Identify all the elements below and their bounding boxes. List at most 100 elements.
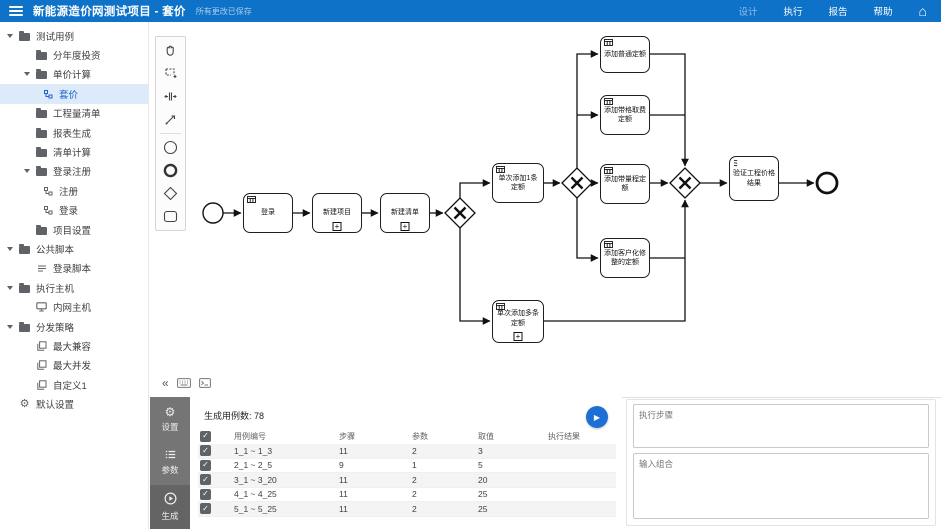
list-icon <box>165 450 176 461</box>
cases-table: ✓ 用例编号 步骤 参数 取值 执行结果 ✓ 1_1 ~ 1_3 11 2 3 <box>198 428 616 517</box>
sidebar-item-test-cases[interactable]: 测试用例 <box>0 26 148 45</box>
sidebar-item-annual-investment[interactable]: 分年度投资 <box>0 45 148 64</box>
table-icon <box>496 166 505 176</box>
create-task-icon[interactable] <box>159 205 182 228</box>
col-header-case-id: 用例编号 <box>234 431 266 441</box>
layers-icon <box>35 380 48 390</box>
task-add-range-quota[interactable]: 添加带量程定额 <box>600 164 650 204</box>
generated-cases-count: 78 <box>254 411 265 421</box>
lasso-tool-icon[interactable] <box>159 62 182 85</box>
task-new-project[interactable]: 新建项目 + <box>312 193 362 233</box>
hand-tool-icon[interactable] <box>159 39 182 62</box>
exclusive-gateway-2[interactable] <box>561 167 593 199</box>
space-tool-icon[interactable] <box>159 85 182 108</box>
nav-design[interactable]: 设计 <box>738 7 758 18</box>
exec-steps-box[interactable]: 执行步骤 <box>633 404 929 448</box>
generate-tab[interactable]: 生成 <box>150 485 190 529</box>
sidebar-item-list-calc[interactable]: 清单计算 <box>0 142 148 161</box>
sidebar-item-login-script[interactable]: 登录脚本 <box>0 259 148 278</box>
sidebar-item-max-concurrency[interactable]: 最大并发 <box>0 356 148 375</box>
sidebar-item-intranet-host[interactable]: 内网主机 <box>0 297 148 316</box>
create-end-event-icon[interactable] <box>159 159 182 182</box>
sidebar-item-max-compatibility[interactable]: 最大兼容 <box>0 336 148 355</box>
sidebar-item-project-settings[interactable]: 项目设置 <box>0 220 148 239</box>
hamburger-menu-icon[interactable] <box>9 6 23 16</box>
nav-help[interactable]: 帮助 <box>873 7 893 18</box>
table-row[interactable]: ✓ 4_1 ~ 4_25 11 2 25 <box>198 487 616 502</box>
sidebar-item-custom-1[interactable]: 自定义1 <box>0 375 148 394</box>
col-header-params: 参数 <box>412 431 428 441</box>
col-header-steps: 步骤 <box>339 431 355 441</box>
exclusive-gateway-1[interactable] <box>444 197 476 229</box>
task-add-grid-quota[interactable]: 添加带格取费定额 <box>600 95 650 135</box>
page-title: 新能源造价网测试项目 - 套价 <box>33 6 186 18</box>
exclusive-gateway-3[interactable] <box>669 167 701 199</box>
nav-report[interactable]: 报告 <box>828 7 848 18</box>
table-row[interactable]: ✓ 1_1 ~ 1_3 11 2 3 <box>198 444 616 459</box>
start-event[interactable] <box>202 202 224 224</box>
folder-open-icon <box>35 69 48 80</box>
end-event[interactable] <box>815 171 839 195</box>
table-row[interactable]: ✓ 2_1 ~ 2_5 9 1 5 <box>198 458 616 473</box>
task-verify-result[interactable]: 验证工程价格结果 <box>729 156 779 201</box>
run-cases-button[interactable]: ▶ <box>586 406 608 428</box>
caret-down-icon <box>6 245 13 252</box>
sidebar-item-report-generation[interactable]: 报表生成 <box>0 123 148 142</box>
sidebar-item-default-settings[interactable]: ⚙ 默认设置 <box>19 397 75 412</box>
script-icon <box>733 159 741 170</box>
play-icon: ▶ <box>593 412 601 422</box>
select-all-checkbox[interactable]: ✓ <box>200 430 211 442</box>
sidebar-item-boq[interactable]: 工程量清单 <box>0 104 148 123</box>
sidebar-item-shared-scripts[interactable]: 公共脚本 <box>0 239 148 258</box>
input-combo-label: 输入组合 <box>639 459 674 469</box>
task-add-one-quota[interactable]: 单次添加1条定额 <box>492 163 544 203</box>
task-new-list[interactable]: 新建清单 + <box>380 193 430 233</box>
sidebar-item-price-quote[interactable]: 套价 <box>0 84 148 104</box>
sidebar-item-login[interactable]: 登录 <box>0 201 148 220</box>
nav-execute[interactable]: 执行 <box>783 7 803 18</box>
row-checkbox[interactable]: ✓ <box>200 488 211 500</box>
sidebar-item-unit-price-calc[interactable]: 单价计算 <box>0 65 148 84</box>
params-tab[interactable]: 参数 <box>150 441 190 485</box>
row-checkbox[interactable]: ✓ <box>200 445 211 457</box>
folder-open-icon <box>35 166 48 177</box>
header-bar: 新能源造价网测试项目 - 套价 所有更改已保存 设计 执行 报告 帮助 ⌂ <box>0 0 941 22</box>
table-row[interactable]: ✓ 5_1 ~ 5_25 11 2 25 <box>198 501 616 517</box>
table-icon <box>604 241 613 251</box>
layers-icon <box>35 360 48 371</box>
col-header-result: 执行结果 <box>548 431 580 441</box>
subprocess-plus-icon: + <box>332 222 342 231</box>
input-combo-box[interactable]: 输入组合 <box>633 453 929 519</box>
row-checkbox[interactable]: ✓ <box>200 503 211 515</box>
settings-tab[interactable]: ⚙ 设置 <box>161 404 179 432</box>
subprocess-plus-icon: + <box>400 222 410 231</box>
home-icon[interactable]: ⌂ <box>918 3 927 19</box>
row-checkbox[interactable]: ✓ <box>200 459 211 471</box>
create-gateway-icon[interactable] <box>159 182 182 205</box>
folder-icon <box>35 127 48 138</box>
bpmn-canvas[interactable]: 登录 新建项目 + 新建清单 + 单次添加1条定额 单次添加多条定额 + 添加普… <box>150 22 941 398</box>
task-add-normal-quota[interactable]: 添加普通定额 <box>600 36 650 73</box>
task-add-multi-quota[interactable]: 单次添加多条定额 + <box>492 300 544 343</box>
row-checkbox[interactable]: ✓ <box>200 474 211 486</box>
script-icon <box>35 264 48 273</box>
workflow-icon <box>41 89 54 99</box>
keyboard-shortcuts-icon[interactable] <box>176 378 191 388</box>
connect-tool-icon[interactable] <box>159 108 182 131</box>
create-start-event-icon[interactable] <box>159 136 182 159</box>
task-add-custom-quota[interactable]: 添加客户化修整的定额 <box>600 238 650 278</box>
collapse-panel-icon[interactable]: « <box>162 376 169 390</box>
caret-down-icon <box>6 284 13 291</box>
console-icon[interactable] <box>198 378 211 388</box>
sidebar-item-exec-hosts[interactable]: 执行主机 <box>0 278 148 297</box>
table-icon <box>604 98 613 108</box>
palette-separator <box>160 133 181 134</box>
cases-table-header-row: ✓ 用例编号 步骤 参数 取值 执行结果 <box>198 428 616 444</box>
table-row[interactable]: ✓ 3_1 ~ 3_20 11 2 20 <box>198 472 616 488</box>
workflow-icon <box>41 186 54 196</box>
task-login[interactable]: 登录 <box>243 193 293 233</box>
sidebar-item-distribution-strategies[interactable]: 分发策略 <box>0 317 148 336</box>
sidebar-item-login-register[interactable]: 登录注册 <box>0 162 148 181</box>
sidebar-item-register[interactable]: 注册 <box>0 181 148 200</box>
